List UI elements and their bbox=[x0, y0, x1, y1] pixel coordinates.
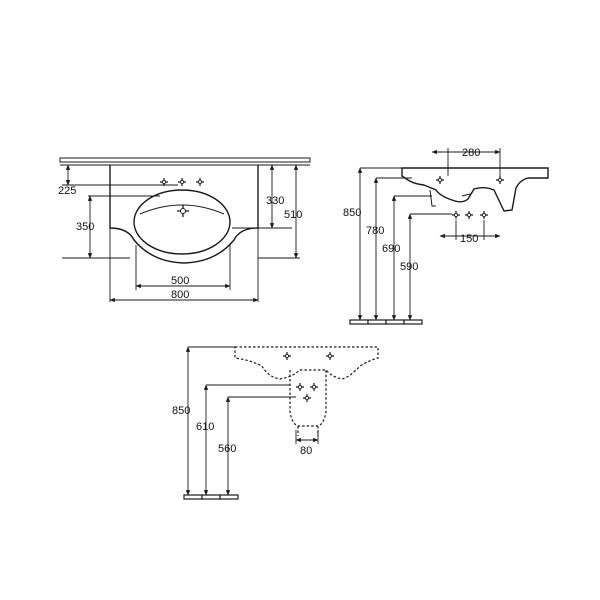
dim-label-280: 280 bbox=[462, 147, 480, 159]
front-view-pedestal-dashed bbox=[289, 370, 327, 427]
front-view-connection-1 bbox=[295, 382, 305, 392]
side-view-dim-780: 780 bbox=[366, 177, 384, 321]
top-view-dim-510: 510 bbox=[284, 164, 302, 259]
dim-label-590: 590 bbox=[400, 261, 418, 273]
dim-label-560: 560 bbox=[218, 443, 236, 455]
front-view: 850 610 560 80 bbox=[172, 346, 379, 500]
front-view-dim-610: 610 bbox=[196, 384, 214, 496]
top-view-bowl bbox=[133, 189, 231, 255]
front-view-floor bbox=[183, 494, 239, 500]
dim-label-800: 800 bbox=[171, 289, 189, 301]
dim-label-225: 225 bbox=[58, 185, 76, 197]
side-view-dim-850: 850 bbox=[343, 167, 363, 321]
front-view-connection-2 bbox=[309, 382, 319, 392]
top-view-basin-outline bbox=[109, 165, 259, 264]
dim-label-510: 510 bbox=[284, 209, 302, 221]
dim-label-side-850: 850 bbox=[343, 207, 361, 219]
top-view-dim-350: 350 bbox=[76, 195, 94, 259]
top-view-drain bbox=[176, 204, 190, 218]
dim-label-500: 500 bbox=[171, 275, 189, 287]
dim-label-690: 690 bbox=[382, 243, 400, 255]
top-view-dim-500: 500 bbox=[135, 275, 231, 289]
dim-label-330: 330 bbox=[266, 195, 284, 207]
side-view-connection-left bbox=[451, 210, 461, 220]
dim-label-80: 80 bbox=[300, 445, 312, 457]
side-view-basin-outline bbox=[401, 167, 549, 212]
side-view-floor bbox=[349, 319, 423, 325]
side-view-dim-150: 150 bbox=[439, 233, 501, 245]
front-view-tap-hole-left bbox=[282, 351, 292, 361]
dim-label-front-850: 850 bbox=[172, 405, 190, 417]
side-view-dim-590: 590 bbox=[400, 213, 418, 321]
top-view: 225 350 330 510 500 800 bbox=[58, 157, 311, 303]
side-view-connection-center bbox=[464, 210, 474, 220]
dim-label-350: 350 bbox=[76, 221, 94, 233]
front-view-basin-outline-dashed bbox=[234, 346, 379, 380]
side-view-dim-690: 690 bbox=[382, 195, 400, 321]
top-view-tap-hole-right bbox=[195, 177, 205, 187]
dim-label-780: 780 bbox=[366, 225, 384, 237]
dim-label-150: 150 bbox=[460, 233, 478, 245]
side-view-dim-280: 280 bbox=[431, 147, 501, 159]
dim-label-610: 610 bbox=[196, 421, 214, 433]
front-view-dim-560: 560 bbox=[218, 396, 236, 496]
top-view-dim-800: 800 bbox=[109, 289, 259, 303]
side-view-tap-symbol-right bbox=[495, 175, 505, 185]
top-view-wall-edge bbox=[59, 157, 311, 166]
front-view-tap-hole-right bbox=[325, 351, 335, 361]
side-view-tap-symbol-left bbox=[435, 175, 445, 185]
side-view-connection-right bbox=[479, 210, 489, 220]
front-view-connection-3 bbox=[302, 393, 312, 403]
side-view: 280 850 780 690 590 150 bbox=[343, 147, 549, 325]
front-view-dim-80: 80 bbox=[295, 437, 319, 457]
top-view-dim-225: 225 bbox=[58, 164, 76, 197]
top-view-tap-hole-center bbox=[177, 177, 187, 187]
top-view-dim-330: 330 bbox=[266, 164, 284, 229]
front-view-dim-850: 850 bbox=[172, 346, 190, 496]
